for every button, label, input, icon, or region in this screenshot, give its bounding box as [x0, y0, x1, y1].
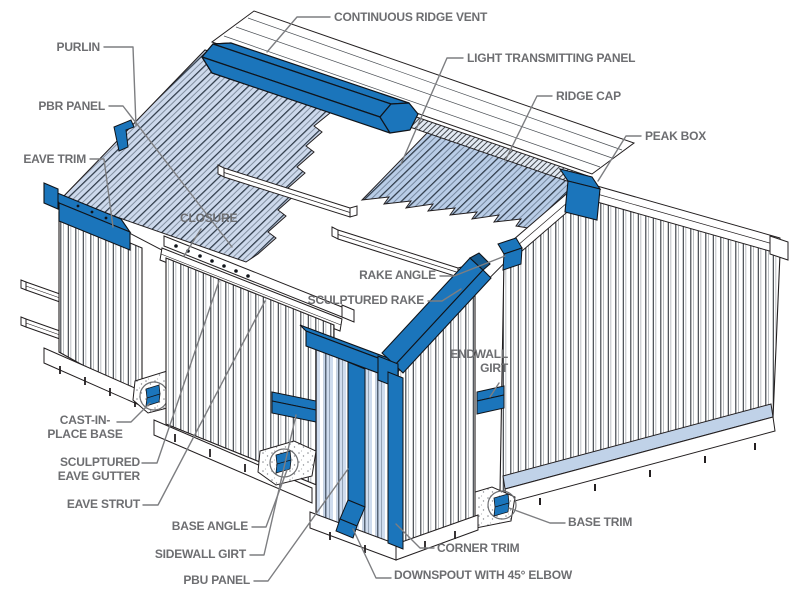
downspout-shape [335, 361, 366, 539]
label-purlin: PURLIN [56, 40, 101, 54]
label-eave-strut: EAVE STRUT [66, 497, 140, 511]
label-sculptured-eave-gutter: SCULPTURED EAVE GUTTER [57, 455, 140, 483]
label-ridge-cap: RIDGE CAP [556, 89, 621, 103]
leader-peak-box [597, 135, 642, 182]
purlin-beams [217, 164, 466, 278]
leader-sidewall-girt [249, 414, 297, 556]
label-sidewall-girt: SIDEWALL GIRT [154, 547, 246, 561]
label-sculptured-rake: SCULPTURED RAKE [307, 293, 425, 307]
base-trim-callout-circle [487, 490, 517, 520]
eave-strut-shape [341, 304, 355, 323]
leader-ridge-cap [504, 95, 553, 162]
pbr-panel-area [61, 49, 333, 263]
label-corner-trim: CORNER TRIM [437, 541, 520, 555]
label-base-angle: BASE ANGLE [171, 519, 248, 533]
label-eave-trim: EAVE TRIM [23, 152, 86, 166]
leader-sculptured-eave-gutter [141, 280, 220, 464]
leader-lines [89, 16, 642, 582]
continuous-ridge-vent-shape [201, 42, 419, 134]
label-base-trim: BASE TRIM [568, 515, 633, 529]
label-endwall-girt: ENDWALL GIRT [450, 347, 508, 375]
label-peak-box: PEAK BOX [645, 129, 707, 143]
label-rake-angle: RAKE ANGLE [359, 268, 436, 282]
label-continuous-ridge-vent: CONTINUOUS RIDGE VENT [334, 10, 488, 24]
corner-trim-shape [387, 371, 404, 550]
purlin-clip-shape [113, 119, 135, 152]
leader-rake-angle [439, 255, 506, 277]
label-light-transmitting-panel: LIGHT TRANSMITTING PANEL [467, 51, 636, 65]
endwall-girt-shape [476, 385, 505, 415]
leader-eave-strut [142, 300, 266, 506]
leader-endwall-girt [489, 382, 500, 398]
label-cast-in-place-base: CAST-IN- PLACE BASE [47, 413, 123, 441]
light-transmitting-panel-area [360, 128, 586, 231]
leader-purlin [103, 46, 137, 127]
leader-downspout [352, 528, 392, 579]
label-pbu-panel: PBU PANEL [183, 573, 250, 587]
leader-corner-trim [395, 523, 435, 549]
label-downspout: DOWNSPOUT WITH 45° ELBOW [394, 568, 572, 582]
leader-sculptured-rake [427, 288, 462, 302]
leader-eave-trim [89, 158, 114, 228]
label-closure: CLOSURE [180, 211, 238, 225]
leader-pbr-panel [108, 105, 233, 248]
leader-base-trim [508, 507, 566, 524]
leader-pbu-panel [253, 468, 349, 582]
right-endwall [454, 179, 789, 530]
label-pbr-panel: PBR PANEL [38, 99, 105, 113]
eave-trim-shape [43, 182, 132, 251]
leader-closure [183, 228, 202, 257]
left-sidewall [20, 182, 188, 414]
rake-angle-shape [497, 237, 523, 271]
leader-light-transmitting-panel [400, 57, 464, 165]
peak-box-shape [558, 168, 602, 221]
leader-base-angle [251, 469, 288, 528]
leader-continuous-ridge-vent [266, 16, 331, 53]
leader-cast-in-place-base [116, 402, 151, 423]
